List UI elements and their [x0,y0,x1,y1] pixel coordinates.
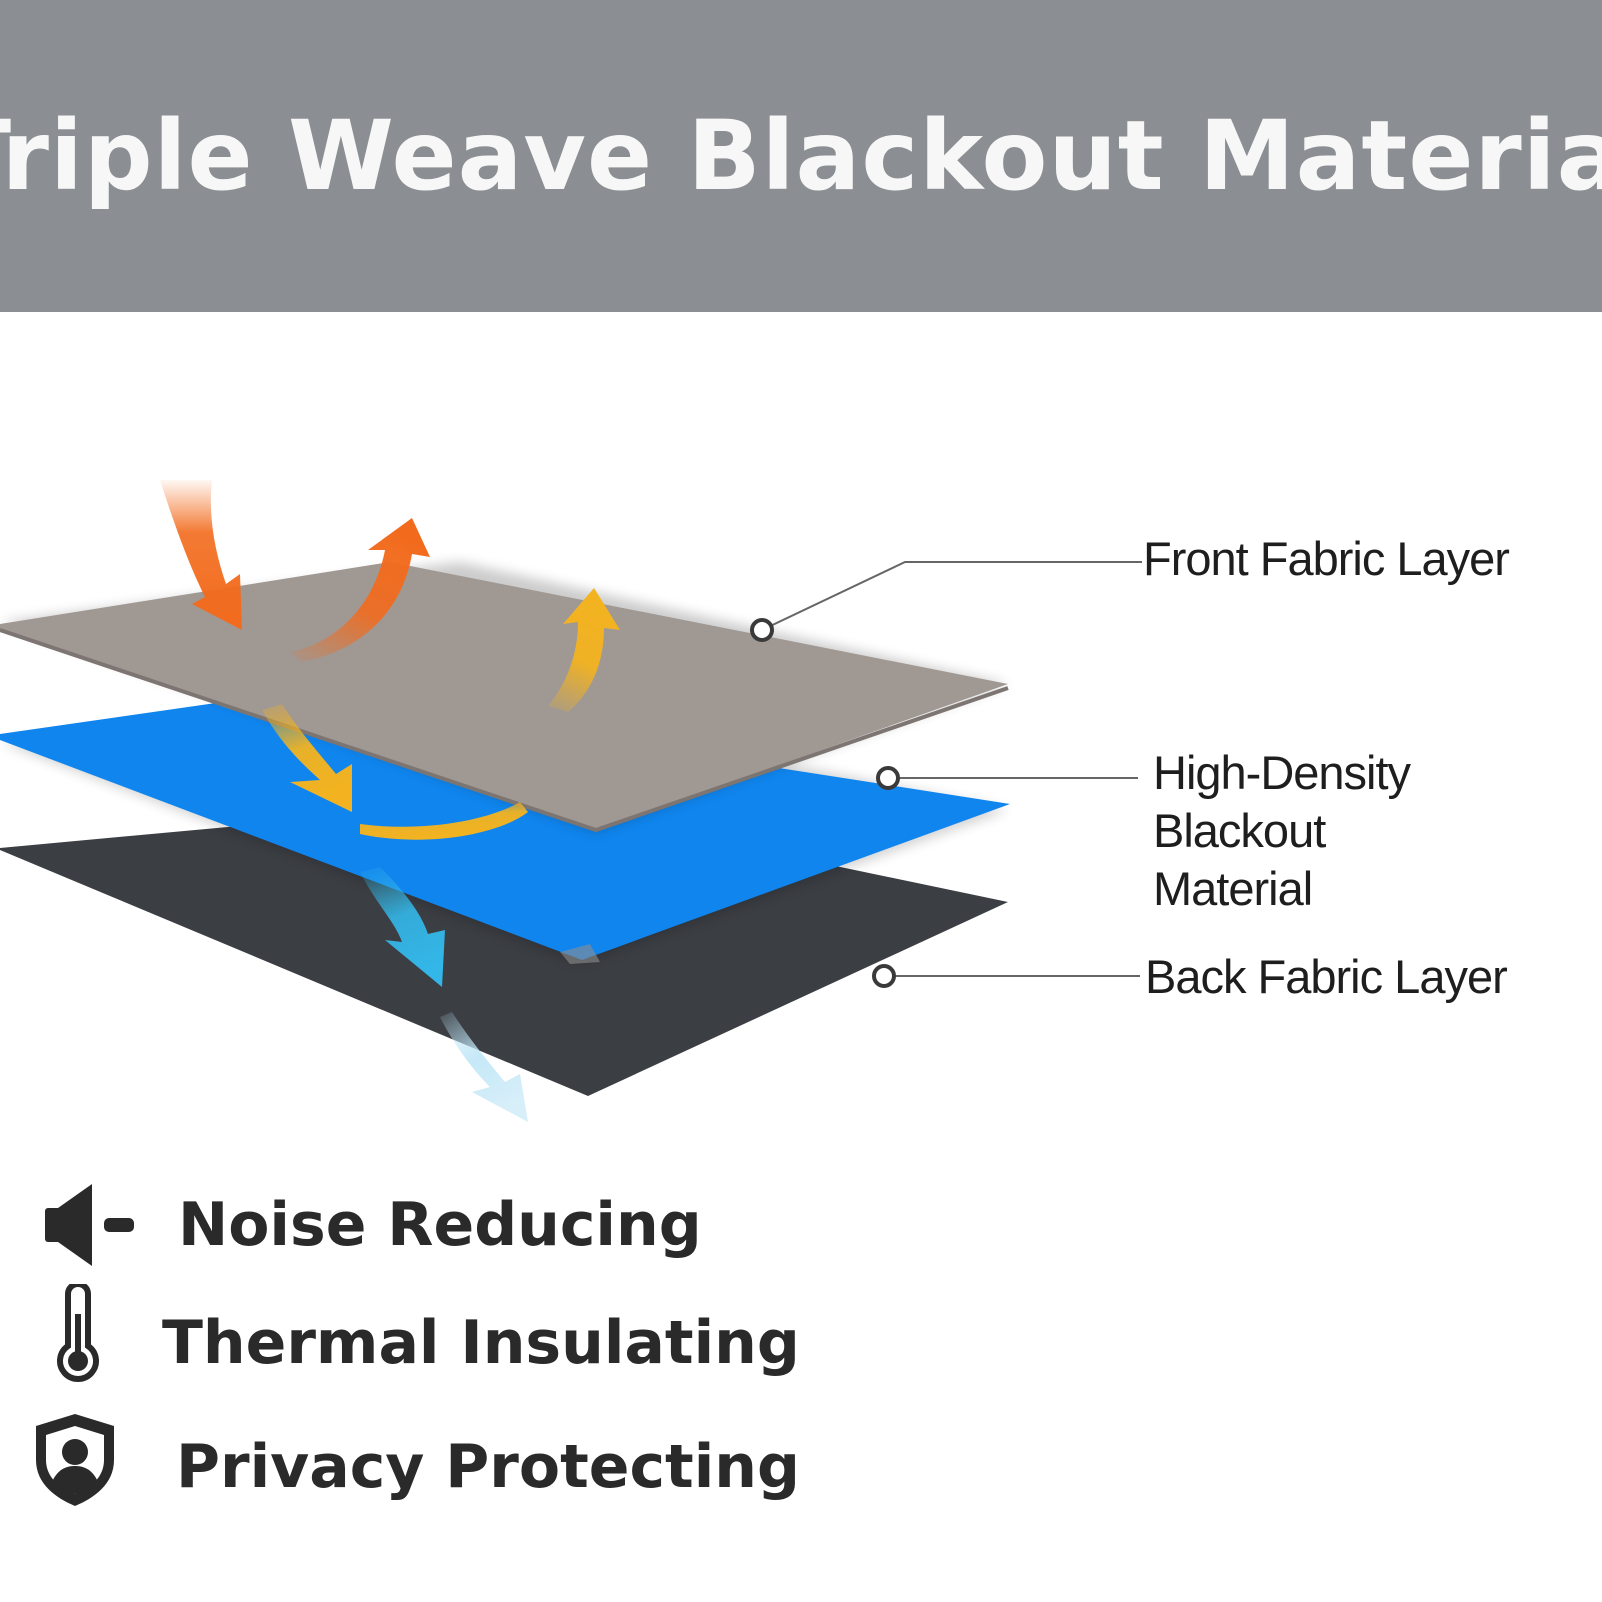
cool-arrow [360,867,445,987]
front-layer [0,562,1008,830]
middle-layer [0,692,1010,960]
page-title: Triple Weave Blackout Material [0,100,1602,212]
speaker-minus-icon [45,1184,134,1266]
header-banner: Triple Weave Blackout Material [0,0,1602,312]
warm-up-arrow [548,588,620,712]
feature-label: Thermal Insulating [162,1308,800,1378]
back-layer-label: Back Fabric Layer [1145,950,1508,1003]
heat-reflect-arrow [290,518,430,662]
feature-noise-reducing: Noise Reducing [0,1180,760,1270]
thermometer-icon [57,1284,99,1382]
middle-layer-label-line-3: Material [1153,862,1313,915]
light-arrow [440,1012,528,1122]
front-leader-line [761,561,1142,631]
feature-privacy-protecting: Privacy Protecting [0,1414,800,1512]
warm-side-arrow [360,802,528,840]
front-leader-dot [750,618,774,642]
middle-leader-dot [876,766,900,790]
layer-diagram: Front Fabric Layer High-Density Blackout… [0,312,1602,1182]
warm-down-arrow [262,704,352,812]
heat-in-arrow [160,480,242,630]
middle-layer-label-line-1: High-Density [1153,746,1411,799]
back-leader-dot [872,964,896,988]
middle-layer-label-line-2: Blackout [1153,804,1326,857]
layers-illustration [0,480,1142,1122]
middle-layer-label: High-Density Blackout Material [1153,744,1411,918]
shield-user-icon [36,1414,114,1506]
front-layer-label: Front Fabric Layer [1143,532,1510,585]
feature-label: Privacy Protecting [176,1432,800,1502]
feature-thermal-insulating: Thermal Insulating [0,1284,800,1388]
feature-list: Noise Reducing Thermal Insulating Privac… [0,1180,1602,1602]
feature-label: Noise Reducing [178,1190,702,1260]
